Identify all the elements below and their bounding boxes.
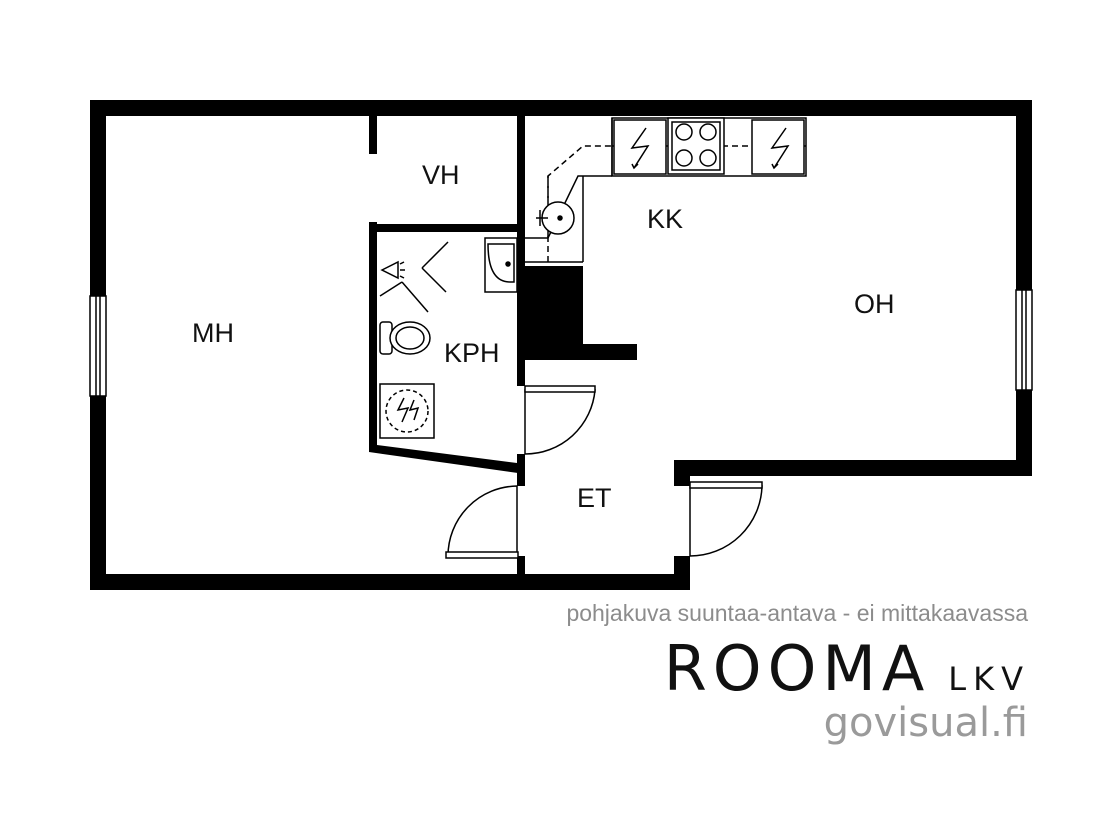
scale-disclaimer: pohjakuva suuntaa-antava - ei mittakaava… bbox=[566, 600, 1028, 626]
door-mh-leaf bbox=[445, 551, 519, 559]
brand-suffix: LKV bbox=[948, 660, 1030, 698]
shower-icon bbox=[379, 241, 449, 313]
wall-step-horizontal bbox=[674, 460, 1032, 476]
chimney-block bbox=[525, 266, 583, 360]
window-icon bbox=[89, 289, 1033, 397]
door-mh bbox=[447, 485, 518, 557]
wall-center-bottom bbox=[517, 556, 525, 578]
wall-step-lower bbox=[674, 556, 690, 590]
wall-bottom-right bbox=[524, 574, 690, 590]
wall-bottom-left bbox=[90, 574, 524, 590]
room-label-oh: OH bbox=[854, 289, 895, 319]
door-kph bbox=[524, 389, 596, 455]
stove-icon bbox=[667, 117, 725, 175]
wall-right-upper bbox=[1016, 100, 1032, 290]
chimney-ledge bbox=[583, 344, 637, 360]
brand-name: ROOMA bbox=[663, 632, 931, 705]
wall-kph-slanted bbox=[369, 444, 525, 474]
wall-left-upper bbox=[90, 100, 106, 296]
room-label-vh: VH bbox=[422, 160, 460, 190]
room-label-kph: KPH bbox=[444, 338, 500, 368]
room-label-et: ET bbox=[577, 483, 612, 513]
wall-mh-vh-top bbox=[369, 116, 377, 154]
wall-top bbox=[90, 100, 1032, 116]
window-right bbox=[1015, 289, 1033, 391]
door-entrance bbox=[689, 485, 763, 557]
washbasin-icon bbox=[484, 237, 518, 293]
website-link[interactable]: govisual.fi bbox=[823, 700, 1028, 746]
wall-mh-vh-lower bbox=[369, 222, 377, 452]
wall-center-upper bbox=[517, 116, 525, 386]
room-label-mh: MH bbox=[192, 318, 234, 348]
wall-vh-kph bbox=[369, 224, 525, 232]
door-swing-icon bbox=[445, 385, 763, 559]
window-left bbox=[89, 295, 107, 397]
room-label-kk: KK bbox=[647, 204, 683, 234]
wall-step-vertical bbox=[674, 460, 690, 486]
wall-right-lower bbox=[1016, 390, 1032, 476]
electric-outlet-icon bbox=[613, 119, 805, 175]
door-entrance-leaf bbox=[689, 481, 763, 489]
floor-drain-icon bbox=[379, 383, 435, 439]
toilet-icon bbox=[379, 321, 431, 355]
walls bbox=[90, 100, 1032, 590]
door-kph-leaf bbox=[524, 385, 596, 393]
brand-logo: ROOMA LKV bbox=[664, 632, 1030, 705]
kitchen-sink-icon bbox=[536, 201, 575, 235]
wall-left-lower bbox=[90, 396, 106, 590]
